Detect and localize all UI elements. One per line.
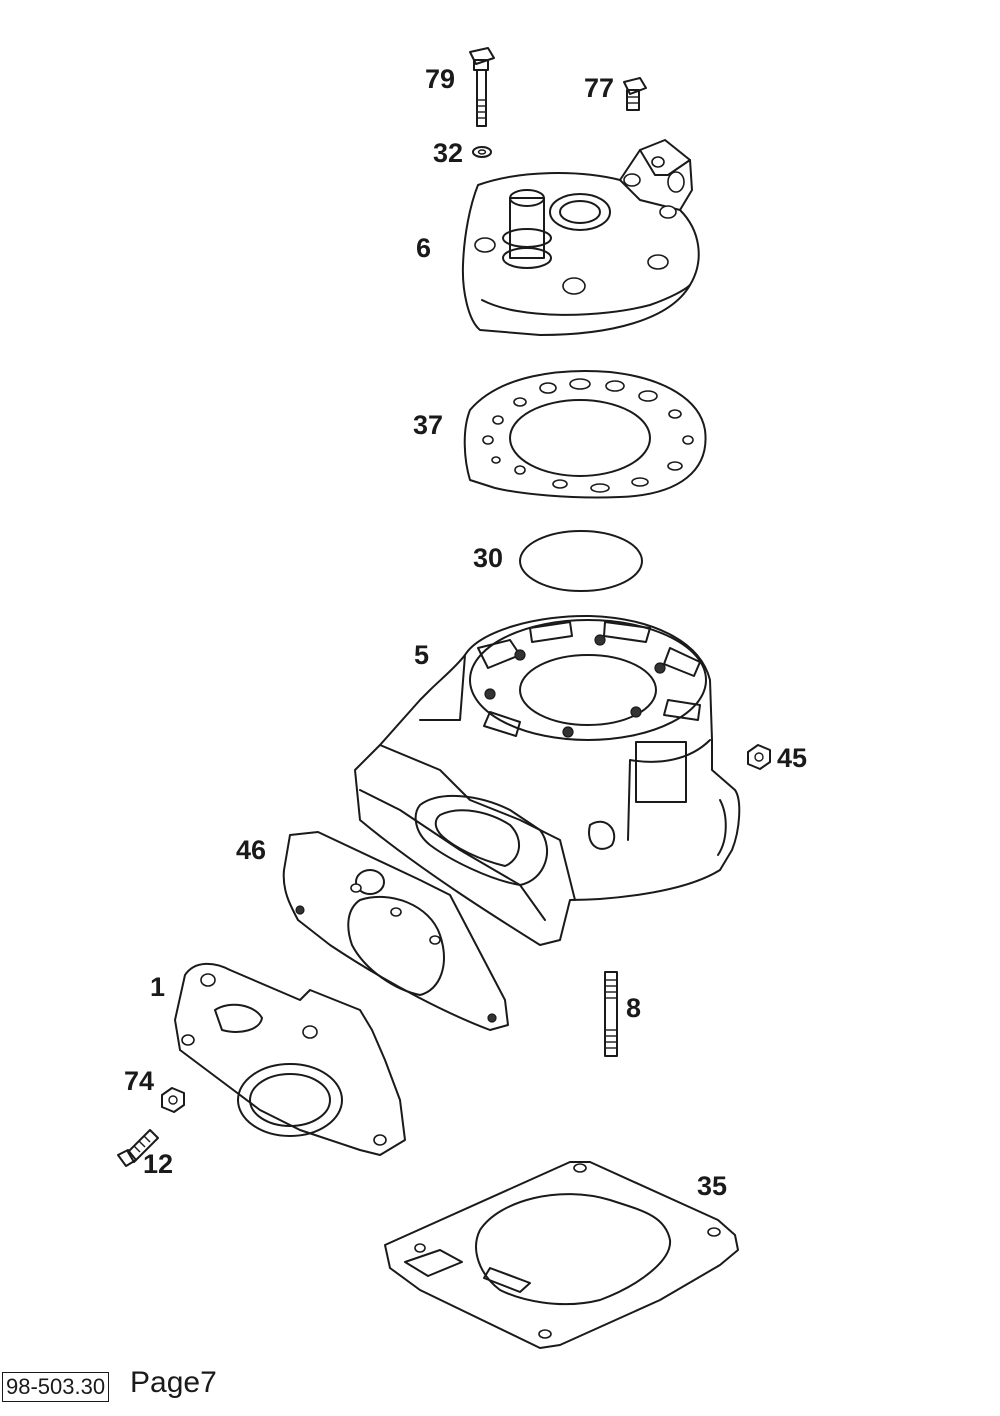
callout-32: 32	[433, 138, 464, 168]
callout-77: 77	[584, 73, 615, 103]
part-5-cylinder	[354, 614, 741, 946]
callout-35: 35	[697, 1171, 728, 1201]
part-74-nut	[161, 1087, 185, 1113]
callout-37: 37	[413, 410, 444, 440]
part-46-intake-gasket	[282, 831, 509, 1031]
part-77-bolt	[623, 77, 647, 111]
callout-5: 5	[414, 640, 430, 670]
callout-8: 8	[626, 993, 642, 1023]
part-6-cylinder-head	[461, 139, 700, 336]
callout-74: 74	[124, 1066, 155, 1096]
part-35-base-gasket	[384, 1161, 739, 1349]
callout-45: 45	[777, 743, 808, 773]
callout-30: 30	[473, 543, 504, 573]
part-30-o-ring	[519, 530, 643, 592]
drawing-number: 98-503.30	[2, 1372, 110, 1402]
part-8-stud	[604, 971, 618, 1057]
part-32-washer	[472, 146, 492, 158]
callout-6: 6	[416, 233, 432, 263]
part-1-intake-flange	[174, 962, 406, 1156]
part-79-bolt	[469, 47, 495, 127]
part-12-screw	[117, 1129, 159, 1167]
part-45-nut	[747, 744, 771, 770]
callout-79: 79	[425, 64, 456, 94]
callout-1: 1	[150, 972, 166, 1002]
part-37-head-gasket	[463, 369, 707, 499]
callout-12: 12	[143, 1149, 174, 1179]
page-number: Page7	[130, 1366, 217, 1399]
callout-46: 46	[236, 835, 267, 865]
